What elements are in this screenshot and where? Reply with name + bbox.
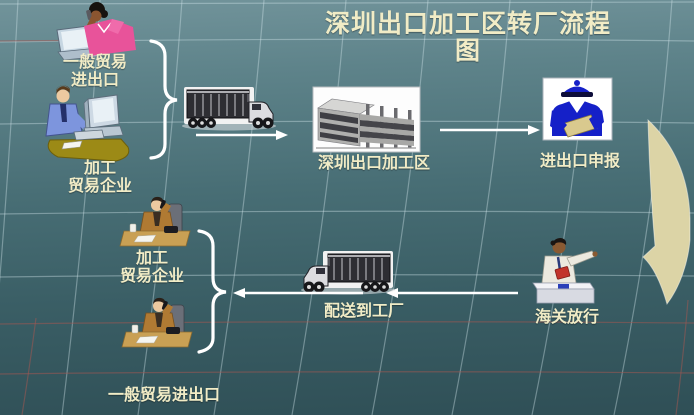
arrow-to-declaration — [440, 125, 540, 135]
brace-bottom — [197, 229, 227, 354]
manager-at-desk-clipart-1 — [119, 196, 191, 247]
label-processing-enterprise-top: 加工 贸易企业 — [67, 160, 132, 195]
curved-yellow-arrow — [642, 118, 691, 306]
truck-left-icon — [300, 250, 396, 296]
woman-on-phone-clipart — [56, 2, 136, 61]
label-processing-enterprise-bottom: 加工 贸易企业 — [119, 250, 184, 285]
page-title: 深圳出口加工区转厂流程图 — [325, 11, 612, 65]
label-shenzhen-export-zone: 深圳出口加工区 — [317, 155, 430, 172]
arrow-to-enterprises — [233, 288, 363, 298]
label-customs-release: 海关放行 — [534, 309, 599, 326]
label-general-trade-top: 一般贸易 进出口 — [62, 54, 127, 89]
truck-right-icon — [181, 86, 277, 132]
label-import-export-declaration: 进出口申报 — [539, 153, 620, 170]
label-delivery-to-factory: 配送到工厂 — [323, 303, 404, 320]
factory-building-icon — [312, 86, 421, 153]
label-general-trade-bottom: 一般贸易进出口 — [107, 387, 220, 404]
customs-declaration-officer-icon — [542, 77, 613, 141]
arrow-to-zone — [196, 130, 288, 140]
brace-top — [149, 39, 178, 160]
customs-officer-at-desk-clipart — [532, 238, 598, 304]
arrow-to-delivery — [386, 288, 518, 298]
trader-at-computer-clipart — [45, 85, 130, 162]
